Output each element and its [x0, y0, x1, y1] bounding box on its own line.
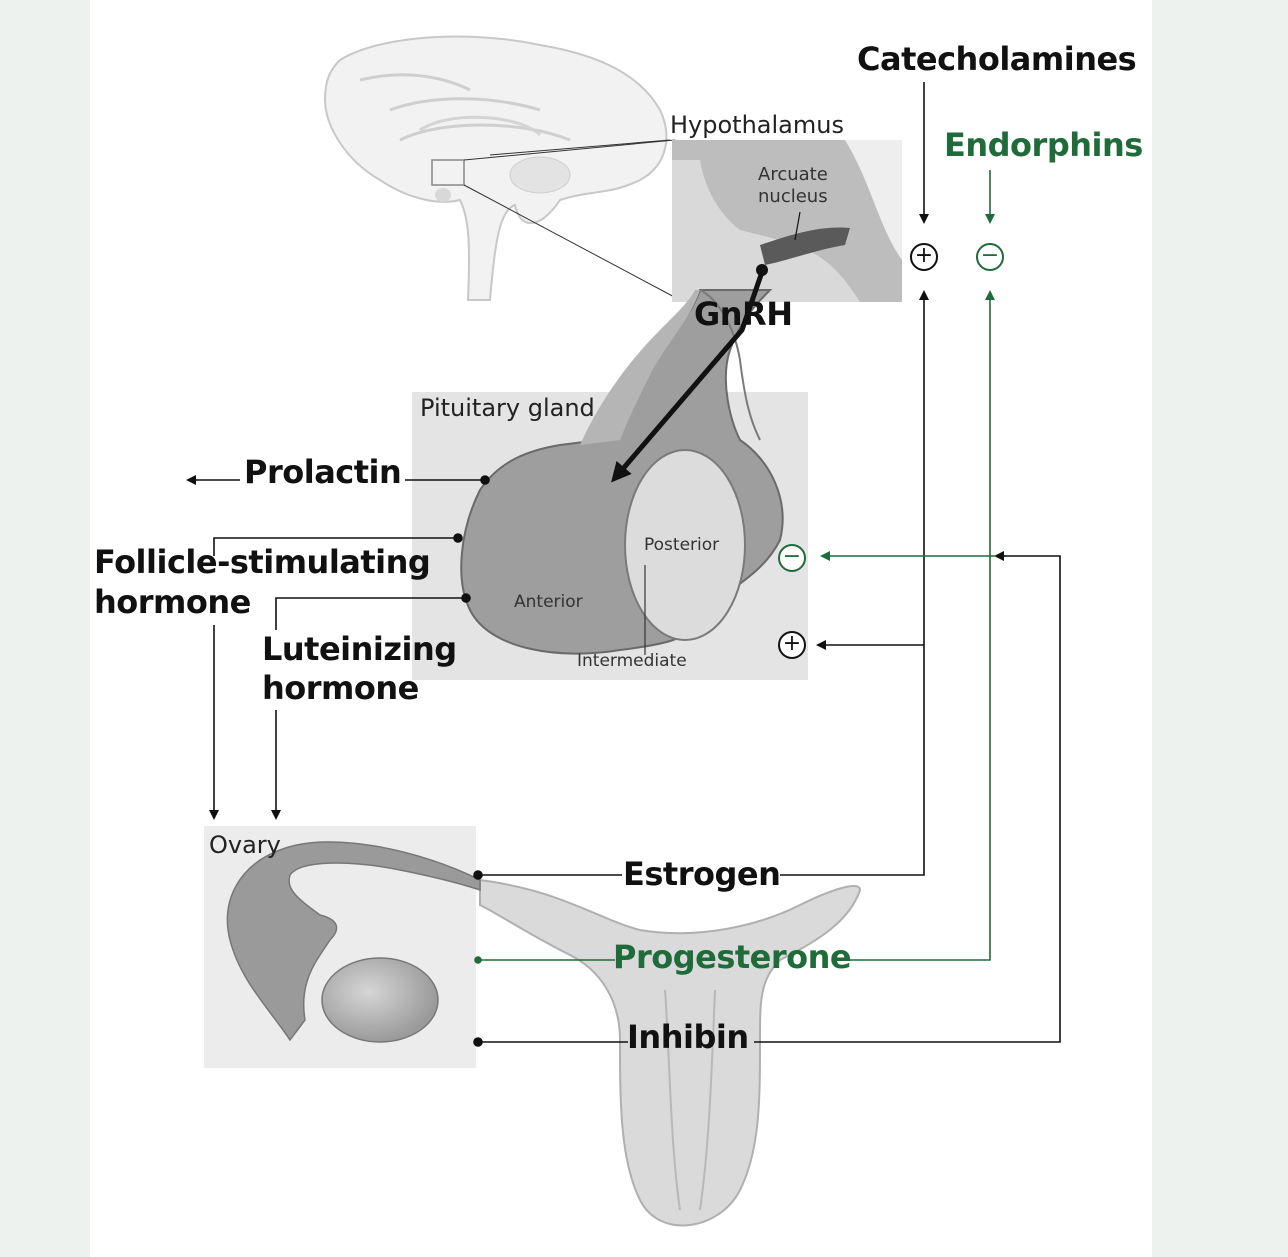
label-arcuate-1: Arcuate: [758, 165, 828, 185]
label-endorphins: Endorphins: [944, 128, 1143, 163]
label-inhibin: Inhibin: [627, 1020, 749, 1055]
label-posterior: Posterior: [644, 536, 719, 555]
label-gnrh: GnRH: [694, 297, 792, 332]
label-arcuate-2: nucleus: [758, 187, 828, 207]
label-fsh-2: hormone: [94, 585, 251, 620]
label-pituitary-gland: Pituitary gland: [420, 395, 595, 421]
label-catecholamines: Catecholamines: [857, 42, 1136, 77]
label-anterior: Anterior: [514, 593, 583, 612]
label-intermediate: Intermediate: [577, 652, 687, 671]
label-fsh-1: Follicle-stimulating: [94, 545, 430, 580]
label-ovary: Ovary: [209, 832, 281, 858]
label-hypothalamus: Hypothalamus: [670, 112, 844, 138]
label-progesterone: Progesterone: [613, 940, 851, 975]
minus-sign-hypothalamus: −: [976, 243, 1004, 271]
pituitary-gland-illustration: [412, 290, 808, 680]
plus-sign-hypothalamus: +: [910, 243, 938, 271]
plus-sign-pituitary: +: [778, 631, 806, 659]
brain-illustration: [325, 37, 666, 300]
label-estrogen: Estrogen: [623, 857, 780, 892]
minus-sign-pituitary: −: [778, 544, 806, 572]
label-lh-1: Luteinizing: [262, 632, 457, 667]
label-prolactin: Prolactin: [244, 455, 401, 490]
label-lh-2: hormone: [262, 671, 419, 706]
